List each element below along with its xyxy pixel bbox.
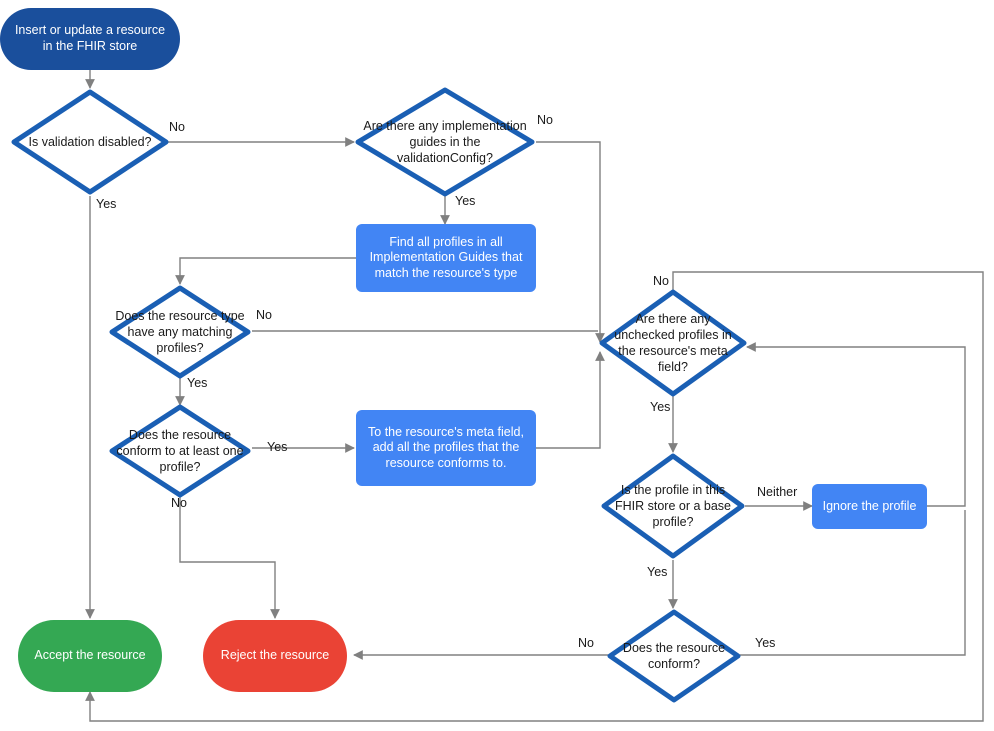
- node-implementation-guides[interactable]: Are there any implementation guides in t…: [354, 86, 536, 198]
- edge-unchecked-no: [85, 271, 984, 722]
- edge-conform-one-no: [179, 494, 280, 619]
- edge-label-resource-conform-yes: Yes: [755, 636, 776, 650]
- edge-ignore-to-unchecked: [746, 342, 966, 507]
- node-reject[interactable]: Reject the resource: [203, 620, 347, 692]
- node-unchecked-profiles[interactable]: Are there any unchecked profiles in the …: [598, 288, 748, 398]
- node-profile-in-store[interactable]: Is the profile in this FHIR store or a b…: [600, 452, 746, 560]
- node-resource-conform[interactable]: Does the resource conform?: [606, 608, 742, 704]
- node-reject-label: Reject the resource: [220, 648, 330, 663]
- node-start-label: Insert or update a resource in the FHIR …: [14, 23, 166, 53]
- edge-find-profiles-to-matching: [175, 257, 356, 285]
- node-find-profiles-label: Find all profiles in all Implementation …: [369, 234, 523, 280]
- node-conform-one-profile[interactable]: Does the resource conform to at least on…: [108, 403, 252, 499]
- diamond-shape: [599, 289, 747, 397]
- edge-label-unchecked-yes: Yes: [650, 400, 671, 414]
- edge-label-conform-one-yes: Yes: [267, 440, 288, 454]
- diamond-shape: [11, 89, 169, 195]
- node-accept-label: Accept the resource: [34, 648, 146, 663]
- edge-label-ig-yes: Yes: [455, 194, 476, 208]
- node-ignore-profile-label: Ignore the profile: [822, 498, 917, 513]
- edge-label-conform-one-no: No: [171, 496, 187, 510]
- edge-ig-no: [536, 141, 605, 343]
- edge-label-resource-conform-no: No: [578, 636, 594, 650]
- edge-label-unchecked-no: No: [653, 274, 669, 288]
- node-is-validation-disabled[interactable]: Is validation disabled?: [10, 88, 170, 196]
- edge-label-ig-no: No: [537, 113, 553, 127]
- node-add-profiles-meta[interactable]: To the resource's meta field, add all th…: [356, 410, 536, 486]
- diamond-shape: [109, 404, 251, 498]
- node-start[interactable]: Insert or update a resource in the FHIR …: [0, 8, 180, 70]
- edge-label-profile-neither: Neither: [757, 485, 798, 499]
- edge-label-validation-no: No: [169, 120, 185, 134]
- edge-label-validation-yes: Yes: [96, 197, 117, 211]
- diamond-shape: [601, 453, 745, 559]
- edge-label-matching-no: No: [256, 308, 272, 322]
- edge-label-matching-yes: Yes: [187, 376, 208, 390]
- node-ignore-profile[interactable]: Ignore the profile: [812, 484, 927, 529]
- diamond-shape: [355, 87, 535, 197]
- node-matching-profiles[interactable]: Does the resource type have any matching…: [108, 284, 252, 380]
- edge-resource-conform-yes: [740, 510, 966, 656]
- diamond-shape: [607, 609, 741, 703]
- node-add-profiles-meta-label: To the resource's meta field, add all th…: [368, 424, 524, 470]
- edge-label-profile-yes: Yes: [647, 565, 668, 579]
- node-find-profiles[interactable]: Find all profiles in all Implementation …: [356, 224, 536, 292]
- diamond-shape: [109, 285, 251, 379]
- edge-add-meta-to-unchecked: [536, 351, 605, 449]
- node-accept[interactable]: Accept the resource: [18, 620, 162, 692]
